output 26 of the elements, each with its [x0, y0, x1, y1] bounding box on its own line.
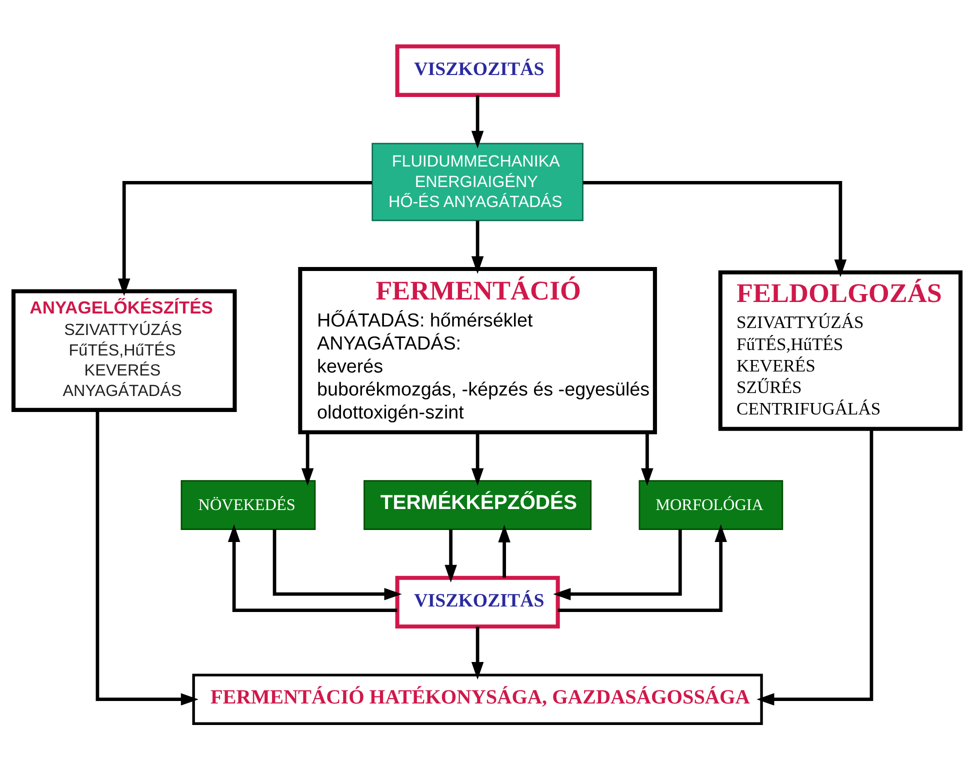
arrow	[583, 180, 847, 277]
node-box: TERMÉKKÉPZŐDÉS	[364, 480, 592, 530]
node-box: VISZKOZITÁS	[395, 44, 560, 96]
node-box: FLUIDUMMECHANIKA ENERGIAIGÉNY HŐ-ÉS ANYAGÁTADÁS	[372, 142, 584, 221]
arrow	[471, 220, 484, 274]
arrow	[301, 432, 314, 486]
node-box: NÖVEKEDÉS	[180, 480, 316, 530]
node-box: VISZKOZITÁS	[395, 575, 560, 628]
arrow	[756, 428, 874, 705]
node-box: FERMENTÁCIÓ HŐÁTADÁS: hőmérséklet ANYAGÁTADÁS: keverés buborékmozgás, -képzés és -egyesülés oldottoxigén-szint	[298, 266, 657, 434]
arrow	[471, 432, 484, 486]
arrow	[444, 529, 457, 582]
arrow	[558, 524, 727, 612]
arrow	[471, 94, 484, 148]
arrow	[228, 524, 398, 612]
arrow	[641, 432, 654, 486]
node-box: FELDOLGOZÁS SZIVATTYÚZÁS FűTÉS,HűTÉS KEVERÉS SZŰRÉS CENTRIFUGÁLÁS	[718, 270, 963, 430]
arrow	[272, 528, 402, 600]
arrow	[96, 410, 198, 705]
node-box: FERMENTÁCIÓ HATÉKONYSÁGA, GAZDASÁGOSSÁGA	[192, 673, 763, 724]
node-box: MORFOLÓGIA	[638, 480, 784, 530]
node-box: ANYAGELŐKÉSZÍTÉS SZIVATTYÚZÁS FűTÉS,HűTÉS KEVERÉS ANYAGÁTADÁS	[11, 288, 237, 412]
arrow	[471, 626, 484, 680]
arrow	[553, 528, 682, 600]
arrow	[118, 180, 372, 296]
arrow	[498, 524, 510, 578]
